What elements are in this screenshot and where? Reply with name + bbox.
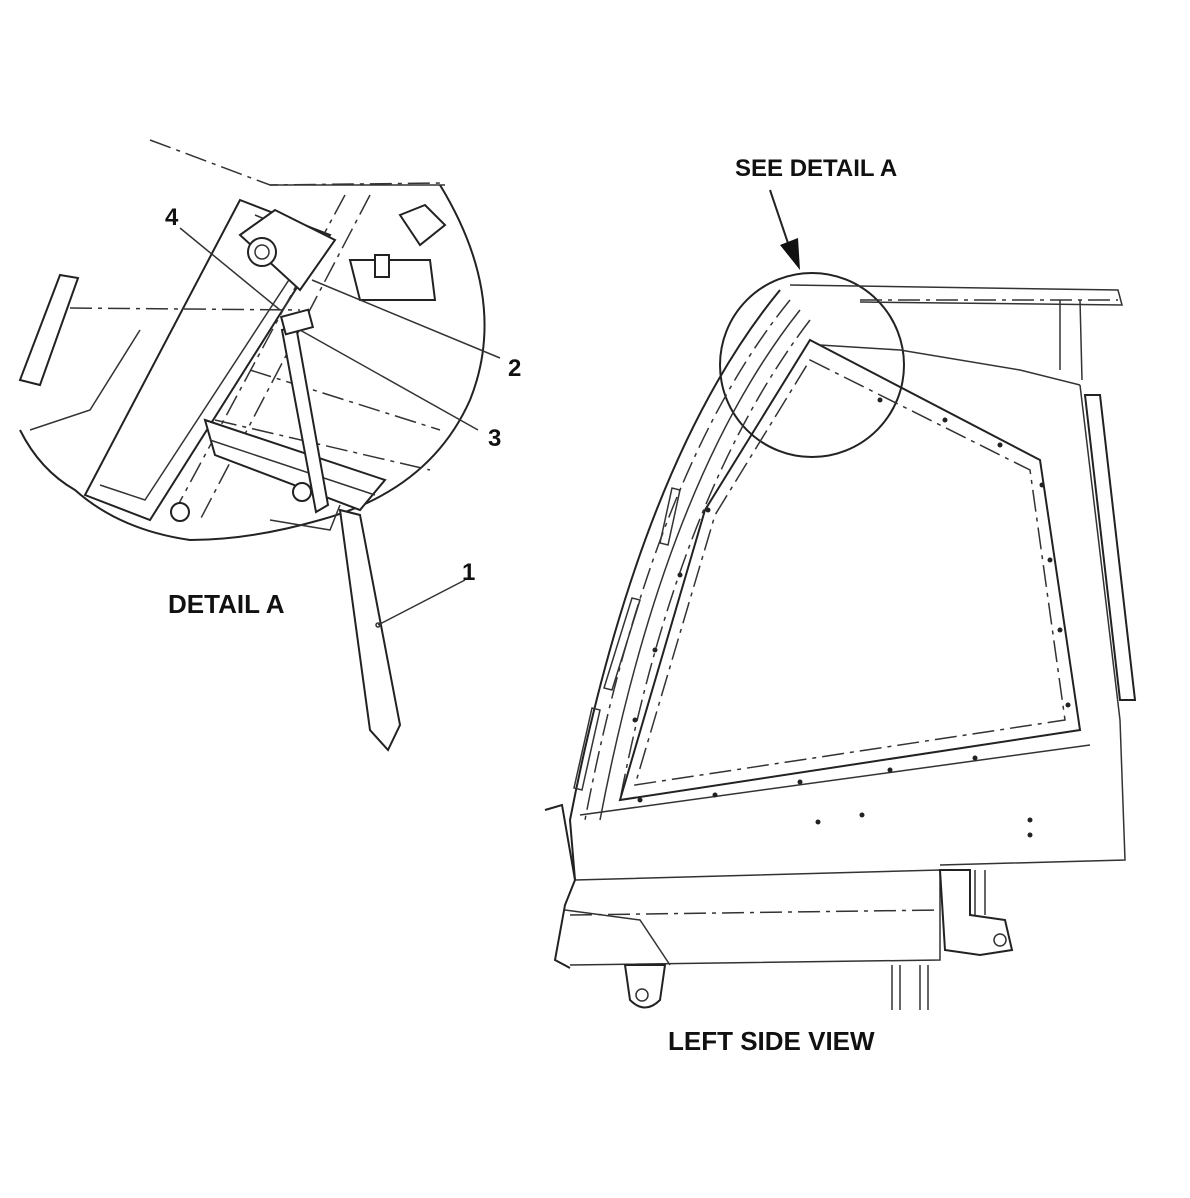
cab-rear-post [1059,299,1083,381]
cab-lower-hook [623,964,667,1009]
cab-rear-panel [939,384,1126,866]
see-detail-label: SEE DETAIL A [735,155,897,182]
callout-4: 4 [165,204,179,231]
cab-window-top [819,344,1081,386]
detail-hinge-plate [238,208,337,292]
cab-step [564,909,671,966]
callout-2: 2 [508,355,521,382]
callout-1: 1 [462,559,475,586]
detail-bracket [348,259,437,301]
detail-construction-3 [214,419,431,471]
bracket-hole [993,933,1007,947]
callout-3: 3 [488,425,501,452]
cab-window-inner [633,359,1066,786]
hinge-bolt [247,237,277,267]
detail-a-view: 4 2 3 1 DETAIL A [18,139,521,752]
cab-front-pillar-inner [599,309,801,821]
cab-mount-posts [891,965,929,1010]
cab-window-bottom-rail [579,744,1091,816]
pillar-slot-3 [573,707,601,791]
leader-3 [299,329,479,431]
detail-latch [398,203,447,247]
hinge-bolt-inner [254,244,270,260]
detail-lower-rail-2 [209,439,376,496]
detail-foot [269,504,341,531]
cab-front-pillar-dash [584,299,791,821]
cab-front-pillar-dash-2 [619,319,811,801]
cab-lower-front [544,803,577,969]
cab-lower-dash [569,909,941,916]
detail-lower-rail [203,418,387,512]
cab-rear-bracket [938,869,1014,957]
detail-construction-1 [69,307,301,311]
detail-a-title: DETAIL A [168,589,285,619]
detail-roof-contour [149,139,446,186]
detail-nut-left [170,502,190,522]
bracket-studs [974,870,986,915]
pillar-slot-1 [659,487,681,546]
leader-2 [311,279,501,359]
detail-left-rod [18,273,80,387]
hook-hole [635,988,649,1002]
detail-pillar-edge [169,194,346,521]
detail-reference-circle [719,272,905,458]
detail-left-frame [29,329,141,431]
pillar-slot-2 [603,597,641,691]
detail-nut-right [292,482,312,502]
leader-1-dot [375,622,381,628]
left-side-view: SEE DETAIL A [544,155,1137,1056]
detail-pillar-edge-2 [199,194,371,521]
left-side-view-title: LEFT SIDE VIEW [668,1026,875,1056]
detail-arm-clip [279,308,315,336]
see-detail-arrowhead [780,238,800,270]
cab-rear-vent [1083,394,1137,701]
cab-roof [789,284,1123,306]
leader-1 [377,579,466,626]
frame-rivets [632,397,1071,838]
cab-lower-body [569,869,941,966]
detail-construction-2 [249,369,441,431]
detail-circle-outline [19,184,486,542]
cab-window-frame [618,338,1082,802]
detail-screw [374,254,390,278]
leader-4 [179,227,281,311]
detail-blade [338,508,402,752]
cab-front-pillar-outer [568,289,781,881]
